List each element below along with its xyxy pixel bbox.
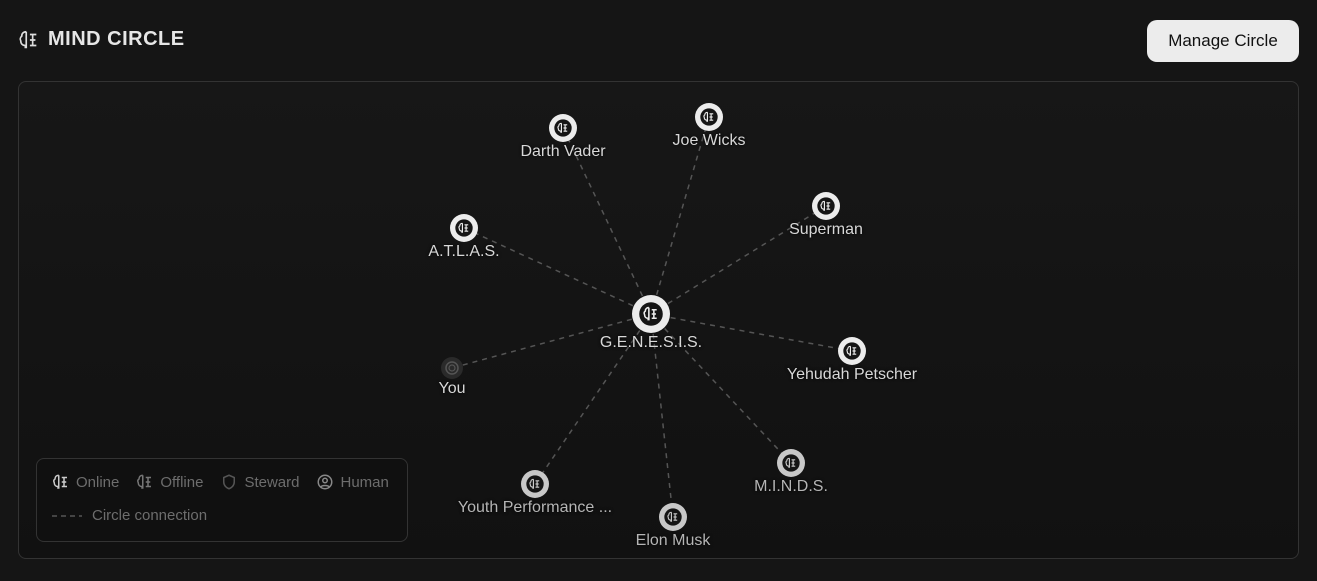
node-label[interactable]: Superman xyxy=(789,221,863,238)
node-label[interactable]: Youth Performance ... xyxy=(457,499,613,516)
node-n5[interactable] xyxy=(441,357,463,379)
node-n1[interactable] xyxy=(695,103,723,131)
connection-line xyxy=(463,227,652,315)
legend: Online Offline Steward Human Circle conn… xyxy=(36,458,408,542)
dashed-line-icon xyxy=(52,514,82,517)
user-circle-icon xyxy=(317,474,333,490)
connection-line xyxy=(562,127,652,315)
brain-icon xyxy=(785,457,796,468)
node-label[interactable]: Joe Wicks xyxy=(672,132,746,149)
node-n2[interactable] xyxy=(812,192,840,220)
connection-line xyxy=(650,313,674,518)
node-label[interactable]: Yehudah Petscher xyxy=(786,366,918,383)
node-label[interactable]: G.E.N.E.S.I.S. xyxy=(599,334,703,351)
connection-line xyxy=(534,313,652,485)
brain-online-icon xyxy=(53,474,67,489)
node-label[interactable]: Elon Musk xyxy=(635,532,711,549)
node-label[interactable]: You xyxy=(438,380,466,397)
header: MIND CIRCLE xyxy=(18,28,185,51)
node-n3[interactable] xyxy=(450,214,478,242)
legend-offline-label: Offline xyxy=(160,473,204,491)
legend-steward: Steward xyxy=(220,473,299,491)
brain-icon xyxy=(557,122,568,133)
brain-icon xyxy=(703,111,714,122)
brain-offline-icon xyxy=(137,474,152,489)
connection-line xyxy=(650,205,827,315)
node-label[interactable]: A.T.L.A.S. xyxy=(428,243,500,260)
legend-human-label: Human xyxy=(340,473,389,491)
legend-steward-label: Steward xyxy=(244,473,300,491)
connection-line xyxy=(650,313,792,464)
brain-icon xyxy=(643,306,657,321)
shield-icon xyxy=(223,474,236,490)
node-n8[interactable] xyxy=(777,449,805,477)
legend-online-label: Online xyxy=(76,473,120,491)
connection-line xyxy=(451,313,652,369)
node-n7[interactable] xyxy=(659,503,687,531)
brain-icon xyxy=(19,30,37,48)
manage-circle-button[interactable]: Manage Circle xyxy=(1147,20,1299,62)
legend-connection-label: Circle connection xyxy=(92,507,208,524)
brain-icon xyxy=(820,200,831,211)
brain-icon xyxy=(667,511,678,522)
brain-icon xyxy=(846,345,857,356)
connection-line xyxy=(650,116,710,315)
legend-online: Online xyxy=(52,473,119,491)
node-n4[interactable] xyxy=(838,337,866,365)
node-center[interactable] xyxy=(632,295,670,333)
legend-offline: Offline xyxy=(136,473,203,491)
brain-icon xyxy=(458,222,469,233)
node-label[interactable]: Darth Vader xyxy=(520,143,606,160)
connection-line xyxy=(650,313,853,352)
brain-icon xyxy=(529,478,540,489)
node-label[interactable]: M.I.N.D.S. xyxy=(754,478,828,495)
node-n0[interactable] xyxy=(549,114,577,142)
legend-human: Human xyxy=(316,473,389,491)
page-title: MIND CIRCLE xyxy=(48,28,185,50)
node-n6[interactable] xyxy=(521,470,549,498)
